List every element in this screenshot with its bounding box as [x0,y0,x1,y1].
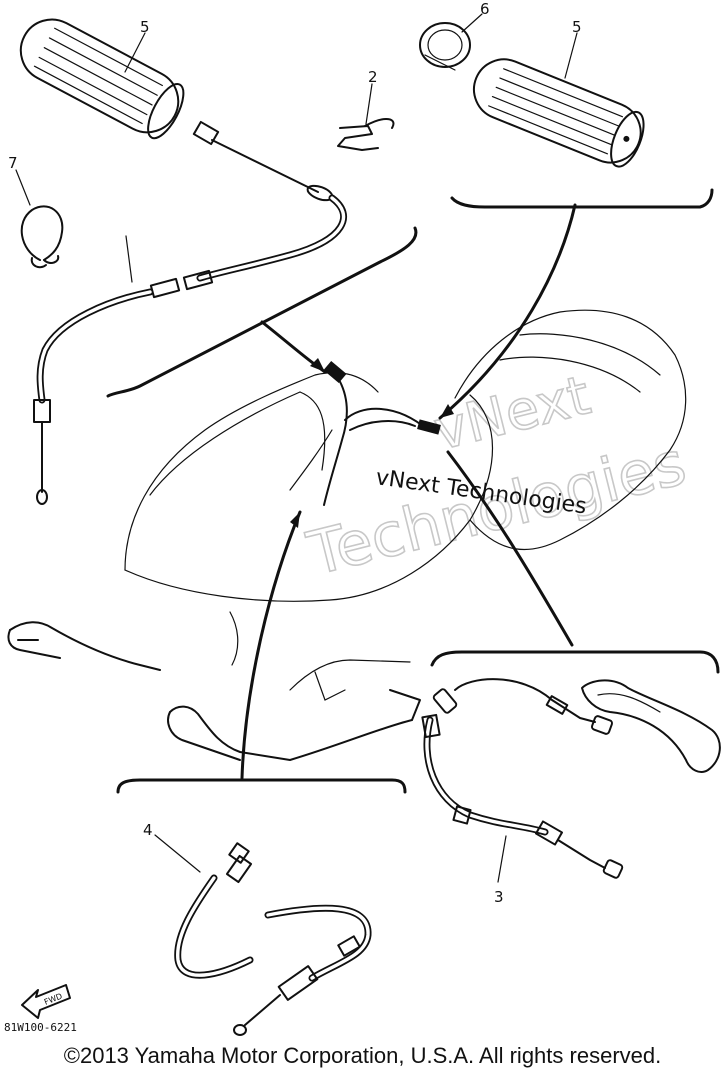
leader-grip-left [124,32,146,73]
watermark-outline-line2: Technologies [301,428,693,589]
handlebar-grip-right[interactable] [465,50,651,172]
callout-choke-cable: 4 [143,821,153,839]
fwd-arrow-icon: FWD [21,984,71,1019]
choke-cable[interactable] [174,842,372,1036]
pointer-grips [438,203,577,420]
pointer-choke [240,510,302,780]
leader-ring [461,13,483,33]
leader-brake-cable [497,835,507,883]
leader-clip-hook [365,83,373,125]
leader-clamp [15,169,31,206]
leader-throttle-cable [125,235,133,283]
cable-clamp[interactable] [20,205,64,269]
leader-choke-cable [154,834,201,873]
callout-ring: 6 [480,0,490,18]
clip-hook[interactable] [337,118,395,151]
callout-clip-hook: 2 [368,68,378,86]
part-code: 81W100-6221 [4,1021,77,1034]
throttle-ring[interactable] [419,22,471,71]
brake-lever[interactable] [581,679,721,773]
callout-clamp: 7 [8,154,18,172]
leader-grip-right [564,32,578,79]
pointer-brake [446,450,574,647]
callout-brake-cable: 3 [494,888,504,906]
copyright-text: ©2013 Yamaha Motor Corporation, U.S.A. A… [63,1043,662,1068]
callout-grip-left: 5 [140,18,150,36]
snowmobile-illustration [7,309,687,761]
watermark-outline: vNext Technologies [300,363,693,591]
brake-cable[interactable] [421,678,624,879]
throttle-cable[interactable] [33,120,347,505]
handlebar-grip-left[interactable] [10,9,191,144]
callout-grip-right: 5 [572,18,582,36]
